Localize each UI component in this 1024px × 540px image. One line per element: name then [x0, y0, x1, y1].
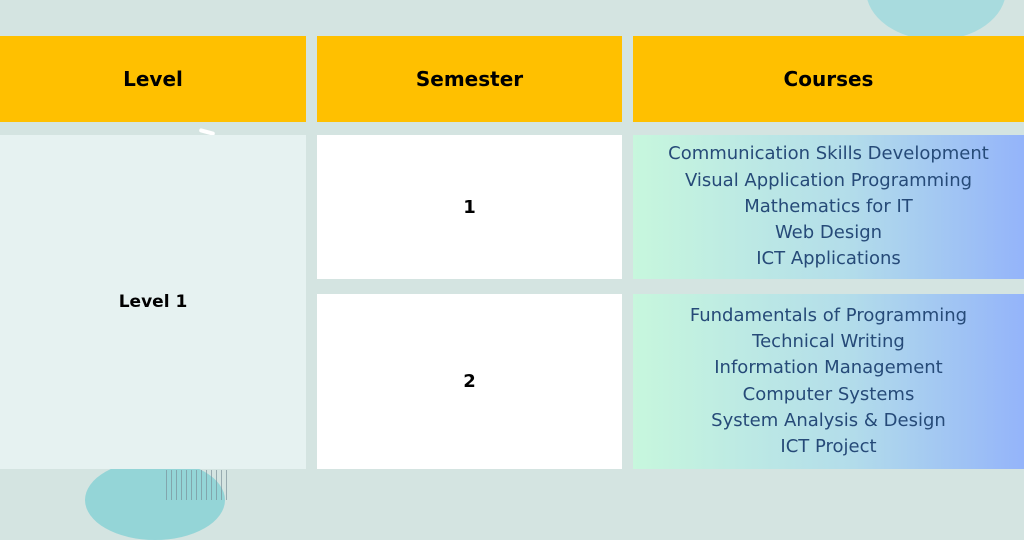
course-item: ICT Project	[780, 436, 877, 458]
decorative-blob-top	[866, 0, 1006, 40]
level-cell: Level 1	[0, 135, 306, 469]
decorative-lines	[166, 470, 230, 500]
semester-2-courses: Fundamentals of Programming Technical Wr…	[633, 294, 1024, 469]
header-semester: Semester	[317, 36, 622, 122]
course-item: Visual Application Programming	[684, 169, 973, 191]
course-item: Fundamentals of Programming	[689, 304, 968, 326]
course-item: Mathematics for IT	[744, 195, 913, 217]
course-item: System Analysis & Design	[711, 409, 946, 431]
course-item: Information Management	[714, 357, 943, 379]
header-courses: Courses	[633, 36, 1024, 122]
course-item: Communication Skills Development	[668, 143, 989, 165]
header-level: Level	[0, 36, 306, 122]
semester-2-cell: 2	[317, 294, 622, 469]
course-item: ICT Applications	[756, 248, 901, 270]
course-item: Computer Systems	[742, 383, 915, 405]
semester-1-cell: 1	[317, 135, 622, 279]
course-item: Web Design	[774, 222, 883, 244]
semester-1-courses: Communication Skills Development Visual …	[633, 135, 1024, 279]
course-item: Technical Writing	[752, 330, 905, 352]
